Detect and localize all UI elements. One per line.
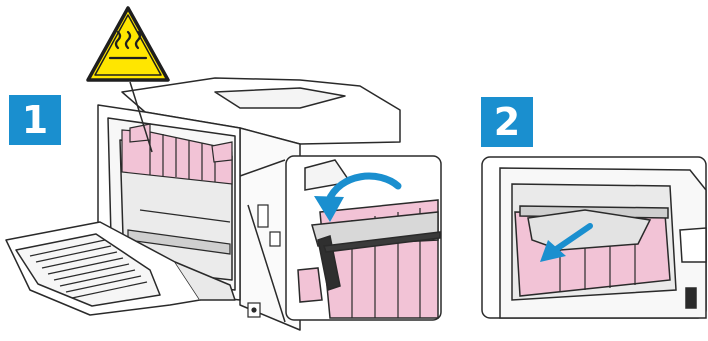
- step-1-number: 1: [21, 98, 49, 142]
- step-1-badge: 1: [9, 95, 61, 145]
- rear-ports: [247, 204, 281, 318]
- step-2-number: 2: [493, 100, 521, 144]
- hot-surface-warning-icon: [86, 6, 170, 82]
- step-2-badge: 2: [481, 97, 533, 147]
- paper-removal-zoom: [481, 156, 707, 319]
- curved-arrow-icon: [314, 172, 402, 222]
- rear-door-open: [5, 221, 236, 316]
- warning-leader-line: [129, 81, 153, 153]
- pull-arrow-icon: [540, 223, 593, 262]
